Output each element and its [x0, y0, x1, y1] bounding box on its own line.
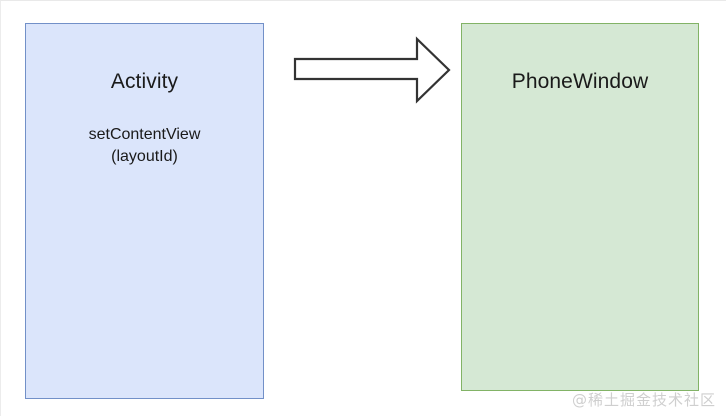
node-activity-subtitle: setContentView (layoutId) — [26, 124, 263, 167]
node-phonewindow[interactable]: PhoneWindow — [461, 23, 699, 391]
node-activity-title: Activity — [110, 70, 179, 93]
node-activity-subtitle-line1: setContentView — [88, 126, 201, 143]
block-arrow-icon — [293, 36, 451, 104]
node-activity[interactable]: Activity setContentView (layoutId) — [25, 23, 264, 399]
node-phonewindow-title: PhoneWindow — [511, 70, 649, 93]
arrow-activity-to-phonewindow[interactable] — [289, 33, 455, 107]
watermark-label: @稀土掘金技术社区 — [571, 391, 716, 409]
node-activity-subtitle-line2: (layoutId) — [111, 147, 178, 165]
